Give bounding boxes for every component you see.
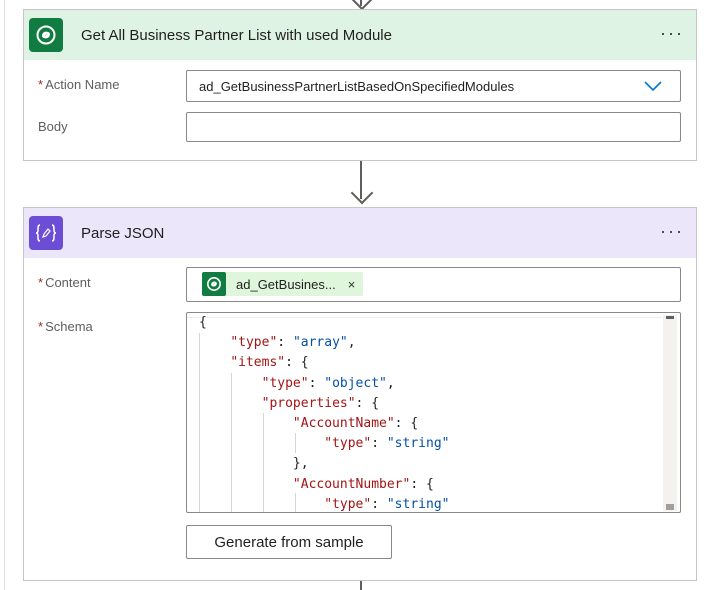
action-name-dropdown[interactable]: ad_GetBusinessPartnerListBasedOnSpecifie…	[186, 70, 681, 102]
schema-code-editor[interactable]: { "type": "array", "items": { "type": "o…	[186, 312, 681, 513]
field-row-action-name: *Action Name ad_GetBusinessPartnerListBa…	[24, 69, 696, 102]
indent-guide	[199, 333, 200, 512]
code-line: "AccountNumber": {	[292, 476, 434, 492]
indent-guide	[231, 373, 232, 512]
code-line: "type": "string"	[324, 436, 450, 452]
card-header[interactable]: Parse JSON ···	[24, 208, 696, 258]
code-braces-icon	[29, 216, 63, 250]
chevron-down-icon[interactable]	[644, 79, 662, 97]
connector-arrow-down-icon	[350, 181, 374, 205]
dataverse-icon	[29, 18, 63, 52]
schema-code: { "type": "array", "items": { "type": "o…	[199, 313, 450, 512]
body-input[interactable]	[186, 112, 681, 142]
field-row-schema: *Schema { "type": "array", "items": { "t…	[24, 312, 696, 517]
connector-top	[360, 0, 362, 6]
field-label: *Action Name	[38, 77, 120, 92]
field-row-body: Body	[24, 111, 696, 143]
code-line: "type": "array",	[230, 335, 356, 351]
code-line: },	[199, 456, 309, 472]
more-options-button[interactable]: ···	[660, 23, 684, 43]
code-line: "AccountName": {	[292, 416, 419, 432]
code-line: {	[199, 315, 207, 330]
editor-current-line	[187, 317, 662, 318]
action-card-get-business-partner: Get All Business Partner List with used …	[23, 9, 697, 161]
code-line: "items": {	[230, 355, 309, 371]
dynamic-content-token[interactable]: ad_GetBusines... ×	[202, 272, 364, 296]
card-title: Get All Business Partner List with used …	[81, 26, 392, 44]
indent-guide	[295, 433, 296, 453]
field-label: Body	[38, 119, 68, 134]
dataverse-icon	[202, 272, 226, 296]
indent-guide	[295, 493, 296, 512]
close-icon[interactable]: ×	[347, 276, 356, 292]
card-header[interactable]: Get All Business Partner List with used …	[24, 10, 696, 60]
action-name-value: ad_GetBusinessPartnerListBasedOnSpecifie…	[199, 79, 515, 94]
indent-guide	[263, 413, 264, 512]
field-label: *Schema	[38, 319, 93, 334]
code-line: "properties": {	[261, 395, 380, 411]
field-label: *Content	[38, 275, 91, 290]
action-card-parse-json: Parse JSON ··· *Content ad_GetBusines...…	[23, 207, 697, 581]
field-row-content: *Content ad_GetBusines... ×	[24, 267, 696, 303]
generate-from-sample-button[interactable]: Generate from sample	[186, 525, 392, 559]
code-line: "type": "string"	[324, 496, 450, 512]
card-title: Parse JSON	[81, 224, 165, 242]
connector-middle	[360, 161, 362, 199]
more-options-button[interactable]: ···	[660, 221, 684, 241]
connector-bottom	[360, 581, 362, 590]
scroll-bottom-marker	[666, 504, 674, 510]
canvas-left-border	[4, 0, 5, 590]
scroll-position-marker	[666, 316, 674, 319]
editor-scrollbar[interactable]	[663, 315, 677, 511]
code-line: "type": "object",	[261, 375, 395, 391]
content-input[interactable]: ad_GetBusines... ×	[186, 267, 681, 302]
token-label: ad_GetBusines...	[236, 276, 336, 292]
